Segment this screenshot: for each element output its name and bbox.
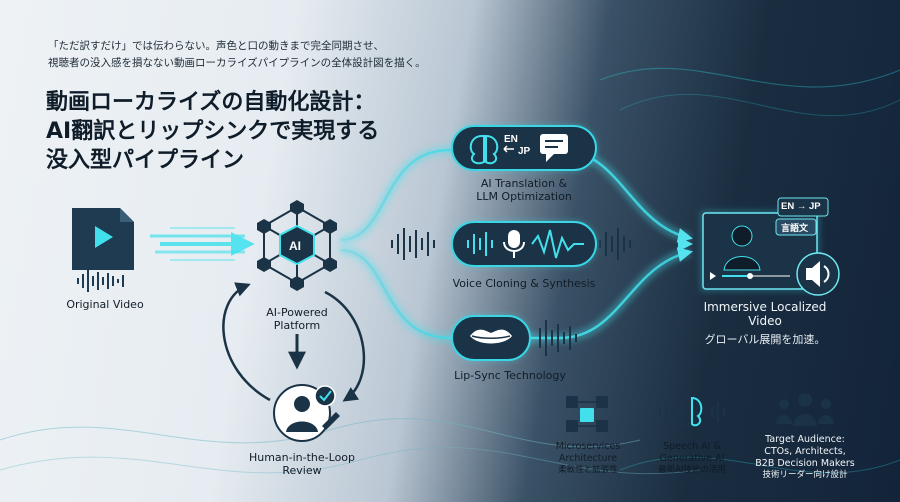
platform-label: AI-Powered Platform bbox=[245, 306, 349, 332]
presenter-avatar bbox=[731, 225, 753, 247]
feature-target-audience-sub: 技術リーダー向け設計 bbox=[762, 470, 848, 480]
human-review-label-line-1: Human-in-the-Loop bbox=[248, 451, 356, 464]
play-controls bbox=[710, 272, 790, 280]
platform-label-line-1: AI-Powered bbox=[266, 306, 328, 319]
human-reviewer-icon bbox=[273, 384, 340, 442]
page-title: 動画ローカライズの自動化設計： AI翻訳とリップシンクで実現する 没入型パイプラ… bbox=[46, 88, 426, 175]
output-language-badge: EN → JP bbox=[781, 201, 821, 212]
brain-icon bbox=[469, 134, 499, 165]
tagline: 「ただ訳すだけ」では伝わらない。声色と口の動きまで完全同期させ、 視聴者の没入感… bbox=[48, 38, 468, 72]
tagline-line-1: 「ただ訳すだけ」では伝わらない。声色と口の動きまで完全同期させ、 bbox=[48, 40, 384, 52]
waveform-left bbox=[391, 228, 435, 260]
swap-arrows-icon bbox=[503, 145, 514, 153]
waveform-line-icon bbox=[531, 229, 584, 259]
feature-target-audience: Target Audience: CTOs, Architects, B2B D… bbox=[748, 434, 862, 481]
speech-bubble-icon bbox=[540, 134, 568, 162]
translation-badge-en: EN bbox=[504, 134, 518, 145]
feature-microservices-line-1: Microservices bbox=[555, 441, 621, 452]
voice-pill bbox=[450, 220, 598, 268]
translation-label: AI Translation & LLM Optimization bbox=[450, 177, 598, 203]
tagline-line-2: 視聴者の没入感を損なない動画ローカライズパイプラインの全体設計図を描く。 bbox=[48, 57, 426, 69]
feature-speech-ai-sub: 最新AI技術の活用 bbox=[658, 465, 726, 475]
waveform-lipsync bbox=[539, 320, 577, 356]
output-caption: グローバル展開を加速。 bbox=[704, 333, 826, 346]
feature-microservices-line-2: Architecture bbox=[558, 453, 618, 464]
people-group-icon bbox=[776, 393, 834, 426]
translation-badge-jp: JP bbox=[518, 146, 531, 157]
brain-waveform-icon bbox=[659, 396, 725, 427]
output-video-label-line-1: Immersive Localized bbox=[703, 300, 827, 314]
output-video-label-line-2: Video bbox=[748, 314, 782, 328]
output-video-card bbox=[700, 197, 840, 296]
title-line-3: 没入型パイプライン bbox=[46, 148, 245, 173]
output-video-label: Immersive Localized Video bbox=[690, 300, 840, 328]
feature-target-audience-line-3: B2B Decision Makers bbox=[755, 458, 855, 469]
lips-icon bbox=[470, 329, 512, 344]
ai-network-icon bbox=[257, 200, 337, 291]
translation-label-line-2: LLM Optimization bbox=[476, 190, 572, 203]
video-file-icon bbox=[72, 208, 134, 292]
cubes-network-icon bbox=[566, 396, 608, 432]
microphone-icon bbox=[503, 230, 525, 258]
feature-microservices: Microservices Architecture 柔軟性と拡張性 bbox=[540, 441, 636, 476]
title-line-1: 動画ローカライズの自動化設計： bbox=[46, 90, 376, 115]
platform-label-line-2: Platform bbox=[273, 319, 321, 332]
title-line-2: AI翻訳とリップシンクで実現する bbox=[46, 119, 380, 144]
flow-lines bbox=[150, 145, 693, 343]
feature-target-audience-line-1: Target Audience: bbox=[765, 434, 845, 445]
speaker-icon bbox=[796, 252, 840, 296]
lipsync-pill bbox=[450, 314, 532, 362]
feature-speech-ai-line-1: Speech AI & bbox=[663, 441, 721, 452]
original-video-label: Original Video bbox=[66, 298, 144, 311]
feature-target-audience-line-2: CTOs, Architects, bbox=[764, 446, 846, 457]
lipsync-label: Lip-Sync Technology bbox=[454, 369, 566, 382]
feature-microservices-sub: 柔軟性と拡張性 bbox=[558, 465, 618, 475]
human-review-label-line-2: Review bbox=[282, 464, 322, 477]
sound-wave-icon bbox=[467, 232, 493, 256]
feature-speech-ai: Speech AI & Generative AI 最新AI技術の活用 bbox=[640, 441, 744, 476]
translation-label-line-1: AI Translation & bbox=[480, 177, 568, 190]
voice-label: Voice Cloning & Synthesis bbox=[452, 277, 596, 290]
feature-speech-ai-line-2: Generative AI bbox=[659, 453, 725, 464]
translation-pill bbox=[450, 124, 598, 172]
output-subtitle-badge: 言語文 bbox=[781, 223, 809, 233]
ai-chip-label: AI bbox=[289, 239, 301, 253]
review-loop-arrows bbox=[222, 282, 366, 402]
human-review-label: Human-in-the-Loop Review bbox=[232, 451, 372, 477]
waveform-right bbox=[599, 228, 631, 260]
